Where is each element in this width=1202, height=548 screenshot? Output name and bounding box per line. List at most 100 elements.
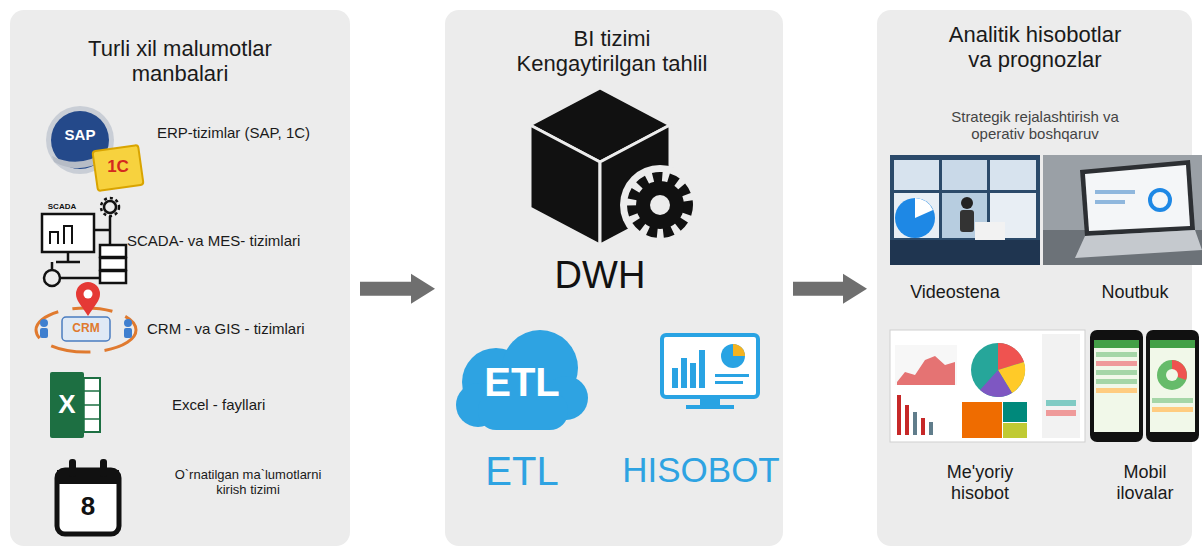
crm-icon [36, 282, 136, 352]
phone-screens-part [1094, 340, 1139, 432]
panel: Turli xil malumotlar manbalariERP-tiziml… [10, 10, 350, 546]
dashboard-screenshot-part [921, 418, 925, 435]
videowall-photo-part [961, 197, 973, 209]
excel-icon-part [76, 418, 100, 420]
laptop-photo-part [1095, 190, 1135, 194]
videowall-photo-part [975, 222, 1005, 262]
dashboard-screenshot-part [1003, 423, 1027, 438]
scada-icon-part [100, 258, 126, 270]
report-monitor-part [681, 358, 687, 388]
source-label: ERP-tizimlar (SAP, 1C) [157, 124, 342, 141]
scada-icon-part [56, 261, 80, 264]
scada-icon-part [109, 216, 112, 245]
dwh-cube [530, 88, 670, 245]
panel: Analitik hisobotlar va prognozlarStrateg… [877, 10, 1192, 546]
scada-icon-part [101, 198, 119, 216]
phone-screens-part [1096, 379, 1137, 384]
phone-screens-part [1150, 340, 1195, 348]
logo-text: CRM [36, 322, 136, 334]
phone-screens-part [1096, 370, 1137, 375]
videowall-photo-part [990, 160, 1036, 190]
videowall-photo-part [890, 240, 1040, 265]
phone-screens-part [1172, 360, 1187, 380]
scada-icon-part [50, 232, 58, 244]
scada-icon-part [104, 201, 116, 213]
report-monitor-part [686, 405, 734, 409]
phone-screens [1090, 330, 1199, 442]
gear-icon-part [620, 165, 700, 245]
scada-icon-part [64, 226, 72, 244]
calendar-icon-part [69, 459, 76, 477]
videowall-photo-part [990, 193, 1036, 238]
output-label: Mobil ilovalar [1100, 462, 1190, 503]
dashboard-screenshot-part [998, 343, 1024, 370]
logo-text: SAP [30, 127, 130, 142]
videowall-photo-part [915, 198, 933, 218]
dashboard-screenshot-part [897, 356, 955, 385]
crm-icon-part [40, 319, 48, 327]
scada-icon-part [42, 214, 94, 252]
phone-screens-part [1157, 360, 1187, 390]
scada-icon-part [100, 245, 126, 257]
laptop-photo-part [1085, 165, 1190, 231]
scada-icon [42, 198, 126, 286]
dashboard-screenshot-part [1003, 402, 1027, 422]
dashboard-screenshot-part [998, 362, 1025, 393]
phone-screens-part [1152, 407, 1193, 412]
videowall-photo-part [942, 193, 987, 238]
dashboard-screenshot-part [890, 330, 1085, 442]
videowall-photo-part [894, 193, 939, 238]
dashboard-screenshot-part [913, 412, 917, 435]
crm-icon-part [84, 290, 93, 299]
dashboard-screenshot-part [971, 343, 1025, 397]
laptop-photo-part [1095, 200, 1125, 204]
report-monitor-part [662, 335, 758, 397]
logo-text: 1C [68, 158, 168, 175]
laptop-photo-part [1150, 190, 1170, 210]
phone-screens-part [1152, 398, 1193, 403]
videowall-photo-part [890, 155, 1040, 265]
dashboard-screenshot [890, 330, 1085, 442]
phone-screens-part [1096, 352, 1137, 357]
panel-heading: BI tizimi Kengaytirilgan tahlil [507, 26, 717, 77]
dashboard-screenshot-part [1046, 400, 1076, 406]
gear-icon [620, 165, 700, 245]
sap-logo-part [52, 150, 108, 168]
phone-screens-part [1166, 369, 1178, 381]
component-label: ETL [462, 448, 582, 494]
crm-icon-part [124, 319, 132, 327]
report-monitor-part [700, 397, 720, 406]
laptop-photo [1043, 155, 1202, 265]
source-label: Excel - fayllari [172, 396, 342, 413]
dwh-cube-part [530, 88, 670, 162]
dwh-cube-part [530, 125, 600, 245]
laptop-photo-part [1043, 155, 1202, 265]
flow-arrow [360, 274, 435, 304]
crm-icon-part [40, 328, 48, 338]
icon-text: ETL [472, 362, 572, 402]
report-monitor-part [733, 344, 745, 356]
output-label: Videostena [890, 282, 1020, 303]
phone-screens-part [1096, 361, 1137, 366]
calendar-icon-part [57, 470, 119, 484]
laptop-photo-part [1080, 160, 1195, 236]
icon-text: SCADA [12, 203, 112, 211]
videowall-photo-part [960, 210, 974, 232]
excel-icon-part [76, 390, 100, 392]
excel-icon-part [76, 404, 100, 406]
scada-icon-part [100, 271, 126, 283]
dashboard-screenshot-part [905, 405, 909, 435]
videowall-photo [890, 155, 1040, 265]
report-monitor-part [715, 381, 743, 384]
report-monitor [662, 335, 758, 409]
videowall-photo-part [895, 198, 935, 238]
crm-icon-part [76, 282, 100, 316]
dashboard-screenshot-part [1046, 410, 1076, 416]
gear-icon-part [650, 195, 670, 215]
report-monitor-part [721, 344, 745, 368]
crm-icon-part [36, 308, 136, 352]
scada-icon-part [60, 277, 100, 280]
report-monitor-part [690, 363, 696, 388]
scada-icon-part [94, 229, 110, 232]
scada-icon-part [51, 262, 54, 270]
